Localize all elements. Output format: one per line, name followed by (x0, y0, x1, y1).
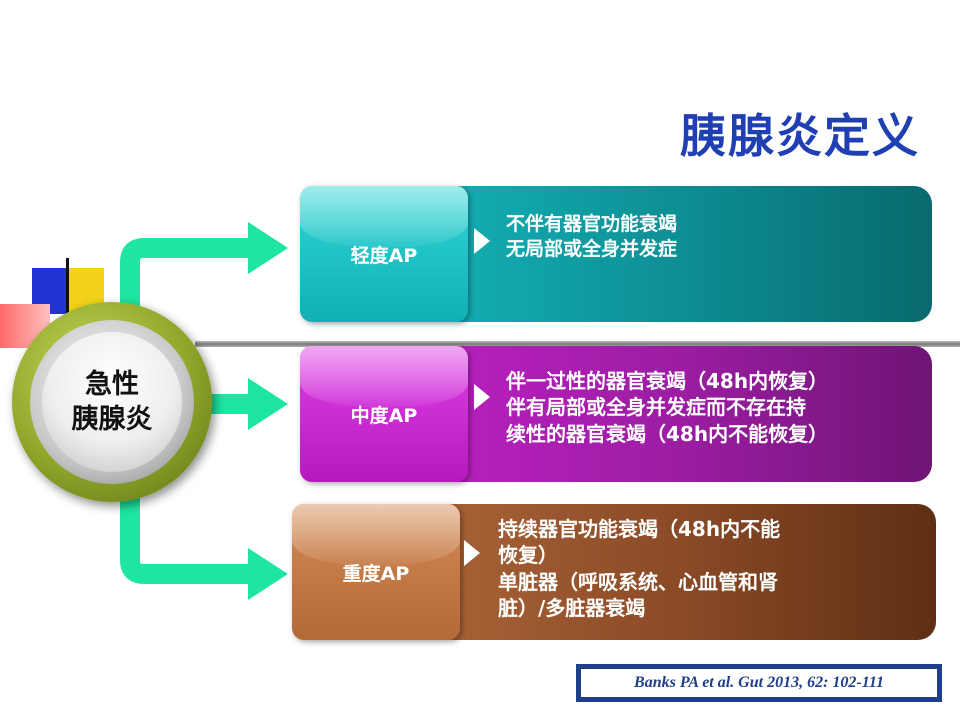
tag-moderate: 中度AP (300, 346, 468, 482)
page-title: 胰腺炎定义 (680, 109, 920, 163)
panel-severe (372, 504, 936, 640)
panel-mild-line: 不伴有器官功能衰竭 (506, 213, 678, 235)
panel-mild-text: 不伴有器官功能衰竭 无局部或全身并发症 (506, 212, 677, 262)
panel-severe-text: 持续器官功能衰竭（48h内不能 恢复） 单脏器（呼吸系统、心血管和肾 脏）/多脏… (498, 516, 780, 622)
arrow-mild (120, 238, 252, 310)
center-label-line1: 急性 (85, 368, 139, 400)
tag-severe-label: 重度AP (342, 562, 410, 585)
panel-severe-line: 持续器官功能衰竭（48h内不能 (498, 517, 781, 541)
panel-mild-line: 无局部或全身并发症 (506, 238, 678, 261)
chevron-right-icon (464, 540, 480, 566)
citation-box: Banks PA et al. Gut 2013, 62: 102-111 (576, 664, 942, 702)
tag-severe: 重度AP (292, 504, 460, 640)
arrowhead-moderate (248, 378, 288, 430)
center-label-line2: 胰腺炎 (71, 404, 153, 435)
tag-mild-label: 轻度AP (350, 244, 418, 267)
panel-severe-line: 单脏器（呼吸系统、心血管和肾 (498, 569, 778, 594)
citation-text: Banks PA et al. Gut 2013, 62: 102-111 (634, 674, 884, 691)
center-circle: 急性 胰腺炎 (42, 332, 182, 472)
panel-severe-line: 脏）/多脏器衰竭 (498, 596, 646, 621)
chevron-right-icon (474, 228, 490, 254)
decor-vertical-line (66, 258, 69, 328)
panel-severe-line: 恢复） (498, 543, 558, 568)
panel-moderate (380, 346, 932, 482)
panel-mild (380, 186, 932, 322)
tag-moderate-label: 中度AP (350, 404, 418, 427)
chevron-right-icon (474, 384, 490, 410)
tag-mild: 轻度AP (300, 186, 468, 322)
panel-moderate-line: 续性的器官衰竭（48h内不能恢复） (506, 421, 829, 446)
arrowhead-mild (248, 222, 288, 274)
panel-moderate-text: 伴一过性的器官衰竭（48h内恢复） 伴有局部或全身并发症而不存在持 续性的器官衰… (506, 368, 828, 447)
divider-line (195, 341, 960, 347)
panel-moderate-line: 伴一过性的器官衰竭（48h内恢复） (506, 369, 829, 393)
arrowhead-severe (248, 548, 288, 600)
arrow-severe (120, 494, 252, 584)
panel-moderate-line: 伴有局部或全身并发症而不存在持 (506, 395, 806, 420)
